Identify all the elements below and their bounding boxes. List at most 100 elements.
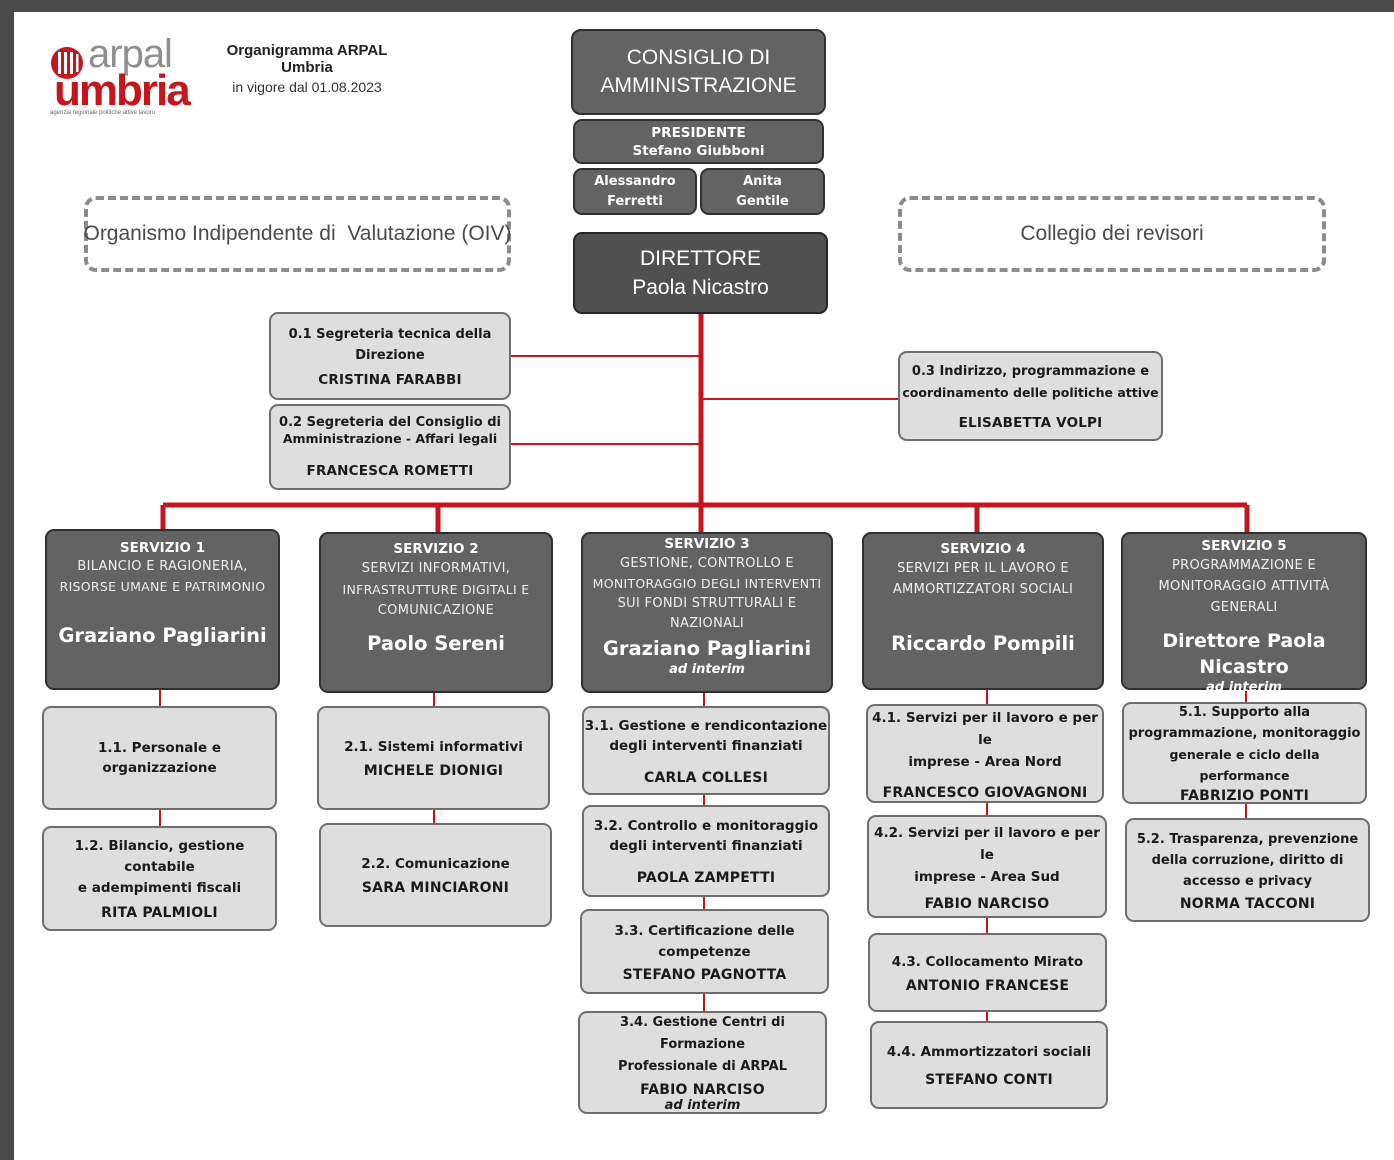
staff-unit-02: 0.2 Segreteria del Consiglio di Amminist… xyxy=(269,404,511,490)
unit-title: 1.2. Bilancio, gestione contabile xyxy=(74,838,245,875)
service-description: GESTIONE, CONTROLLO E xyxy=(620,556,794,571)
unit-3-3: 3.3. Certificazione delle competenze STE… xyxy=(580,909,829,994)
unit-head-name: SARA MINCIARONI xyxy=(361,880,510,896)
unit-title: 0.2 Segreteria del Consiglio di xyxy=(279,415,501,430)
director-name: Paola Nicastro xyxy=(632,276,769,299)
left-border xyxy=(0,0,14,1160)
unit-5-2: 5.2. Trasparenza, prevenzione della corr… xyxy=(1125,818,1370,922)
unit-4-3: 4.3. Collocamento Mirato ANTONIO FRANCES… xyxy=(868,933,1107,1012)
unit-title: Amministrazione - Affari legali xyxy=(282,431,498,446)
president-name: Stefano Giubboni xyxy=(632,142,765,159)
director-role: DIRETTORE xyxy=(640,247,761,270)
logo-mark-icon xyxy=(51,47,83,79)
unit-title: programmazione, monitoraggio xyxy=(1128,726,1361,741)
unit-title: degli interventi finanziati xyxy=(609,737,803,754)
arpal-umbria-logo: arpal umbria agenzia regionale politiche… xyxy=(48,32,198,120)
member-first-name: Anita xyxy=(743,173,782,189)
service-description: COMUNICAZIONE xyxy=(377,603,495,618)
service-interim-note: ad interim xyxy=(1206,680,1282,695)
logo-text-arpal: arpal xyxy=(88,32,173,76)
service-head: Direttore Paola Nicastro xyxy=(1162,630,1326,678)
chart-title: Organigramma ARPAL Umbria xyxy=(226,42,388,76)
unit-head-name: PAOLA ZAMPETTI xyxy=(636,870,776,886)
unit-title: 0.1 Segreteria tecnica della xyxy=(288,327,492,342)
unit-title: Direzione xyxy=(355,348,425,363)
service-description: SUI FONDI STRUTTURALI E xyxy=(617,596,797,611)
service-code: SERVIZIO 5 xyxy=(1201,538,1287,554)
auditors-label: Collegio dei revisori xyxy=(1020,222,1204,245)
service-description: RISORSE UMANE E PATRIMONIO xyxy=(59,579,266,594)
chart-subtitle: in vigore dal 01.08.2023 xyxy=(232,79,382,95)
document-title: Organigramma ARPAL Umbria in vigore dal … xyxy=(207,42,407,95)
logo-tagline: agenzia regionale politiche attive lavor… xyxy=(50,110,156,116)
unit-3-1: 3.1. Gestione e rendicontazione degli in… xyxy=(582,706,830,795)
member-last-name: Ferretti xyxy=(607,193,663,209)
unit-5-1: 5.1. Supporto alla programmazione, monit… xyxy=(1122,702,1367,804)
service-description: INFRASTRUTTURE DIGITALI E xyxy=(342,582,530,597)
unit-title: e adempimenti fiscali xyxy=(77,880,242,896)
board-title-line2: AMMINISTRAZIONE xyxy=(600,74,797,97)
service-description: SERVIZI INFORMATIVI, xyxy=(361,561,511,576)
director-box: DIRETTORE Paola Nicastro xyxy=(573,232,828,314)
unit-title: 0.3 Indirizzo, programmazione e xyxy=(911,364,1150,379)
unit-3-2: 3.2. Controllo e monitoraggio degli inte… xyxy=(582,805,830,897)
service-description: NAZIONALI xyxy=(670,616,744,631)
unit-interim-note: ad interim xyxy=(664,1097,741,1113)
service-code: SERVIZIO 1 xyxy=(119,540,206,556)
service-code: SERVIZIO 3 xyxy=(664,536,750,552)
unit-3-4: 3.4. Gestione Centri di Formazione Profe… xyxy=(578,1011,827,1114)
president-role: PRESIDENTE xyxy=(651,124,746,141)
unit-title: 5.2. Trasparenza, prevenzione xyxy=(1136,831,1359,847)
service-code: SERVIZIO 4 xyxy=(940,541,1026,557)
unit-title: generale e ciclo della performance xyxy=(1169,747,1320,783)
unit-title: 5.1. Supporto alla xyxy=(1178,705,1311,720)
president-box: PRESIDENTE Stefano Giubboni xyxy=(573,119,824,164)
board-title-line1: CONSIGLIO DI xyxy=(626,46,771,69)
unit-1-2: 1.2. Bilancio, gestione contabile e adem… xyxy=(42,826,277,931)
service-description: MONITORAGGIO ATTIVITÀ xyxy=(1158,579,1330,594)
unit-head-name: RITA PALMIOLI xyxy=(101,905,218,921)
service-3-box: SERVIZIO 3 GESTIONE, CONTROLLO E MONITOR… xyxy=(581,532,833,693)
auditors-box: Collegio dei revisori xyxy=(898,196,1326,272)
board-box: CONSIGLIO DI AMMINISTRAZIONE xyxy=(571,29,826,115)
unit-head-name: FABIO NARCISO xyxy=(924,895,1050,912)
unit-title: degli interventi finanziati xyxy=(609,838,803,854)
service-description: BILANCIO E RAGIONERIA, xyxy=(77,559,248,574)
service-description: SERVIZI PER IL LAVORO E xyxy=(897,561,1069,576)
unit-title: competenze xyxy=(658,943,751,960)
unit-title: 4.3. Collocamento Mirato xyxy=(891,953,1084,970)
service-5-box: SERVIZIO 5 PROGRAMMAZIONE E MONITORAGGIO… xyxy=(1121,532,1367,695)
unit-2-2: 2.2. Comunicazione SARA MINCIARONI xyxy=(319,823,552,927)
unit-title: Professionale di ARPAL xyxy=(617,1058,788,1074)
unit-title: 2.1. Sistemi informativi xyxy=(344,739,523,755)
unit-title: 3.2. Controllo e monitoraggio xyxy=(593,818,819,834)
unit-title: 4.2. Servizi per il lavoro e per le xyxy=(874,824,1100,863)
unit-head-name: FRANCESCA ROMETTI xyxy=(306,463,474,479)
unit-head-name: CARLA COLLESI xyxy=(644,769,768,786)
unit-head-name: MICHELE DIONIGI xyxy=(363,763,504,779)
unit-head-name: STEFANO CONTI xyxy=(925,1072,1053,1088)
unit-title: imprese - Area Nord xyxy=(908,753,1062,770)
board-member-ferretti: Alessandro Ferretti xyxy=(573,168,697,215)
unit-title: coordinamento delle politiche attive xyxy=(902,385,1159,400)
service-description: GENERALI xyxy=(1210,600,1278,615)
staff-unit-03: 0.3 Indirizzo, programmazione e coordina… xyxy=(898,351,1163,441)
oiv-box: Organismo Indipendente di Valutazione (O… xyxy=(83,196,512,272)
unit-head-name: ANTONIO FRANCESE xyxy=(905,977,1070,994)
unit-title: 3.1. Gestione e rendicontazione xyxy=(584,717,828,734)
unit-head-name: FABRIZIO PONTI xyxy=(1179,788,1310,804)
service-head: Graziano Pagliarini xyxy=(602,637,812,660)
unit-4-4: 4.4. Ammortizzatori sociali STEFANO CONT… xyxy=(870,1021,1108,1109)
service-head: Paolo Sereni xyxy=(367,632,505,655)
unit-title: 4.1. Servizi per il lavoro e per le xyxy=(872,709,1098,748)
logo-text-umbria: umbria xyxy=(54,66,191,115)
service-code: SERVIZIO 2 xyxy=(393,541,479,557)
member-last-name: Gentile xyxy=(736,193,789,209)
unit-head-name: CRISTINA FARABBI xyxy=(318,372,462,388)
unit-title: imprese - Area Sud xyxy=(914,868,1060,885)
service-interim-note: ad interim xyxy=(669,662,745,677)
unit-head-name: FRANCESCO GIOVAGNONI xyxy=(882,784,1088,801)
unit-title: 4.4. Ammortizzatori sociali xyxy=(886,1044,1092,1060)
unit-title: 2.2. Comunicazione xyxy=(361,856,510,872)
